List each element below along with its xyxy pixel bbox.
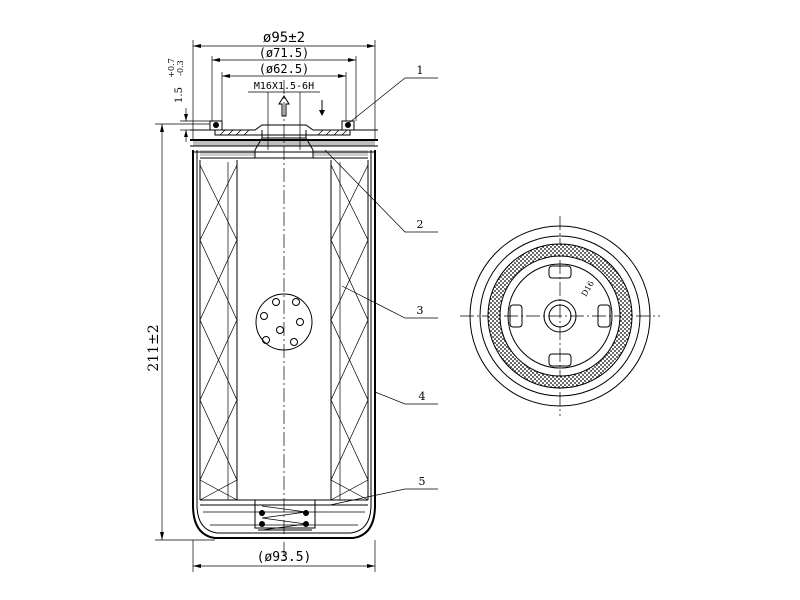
dim-bottom-diameter: (ø93.5)	[257, 550, 312, 565]
flow-up-arrow-icon	[278, 95, 290, 117]
dim-gasket-height: 1.5	[174, 87, 185, 103]
dim-gasket-tol-upper: +0.7	[167, 58, 176, 77]
top-view-mark: D16	[580, 279, 596, 298]
dim-gasket-inner: (ø62.5)	[259, 62, 310, 76]
callout-5: 5	[419, 475, 426, 488]
dim-outer-diameter: ø95±2	[263, 30, 305, 46]
dim-gasket-tol-lower: -0.3	[176, 60, 185, 75]
flow-down-arrow-icon	[319, 100, 325, 116]
housing-can	[192, 150, 376, 539]
callout-2: 2	[417, 218, 424, 231]
center-tube	[255, 293, 313, 351]
dim-thread: M16X1.5-6H	[254, 81, 314, 92]
bottom-valve-spring	[200, 499, 368, 531]
filter-media-right	[330, 160, 369, 501]
top-cover-plate	[190, 120, 378, 153]
center-tube-top	[200, 150, 368, 159]
filter-media-left	[199, 160, 238, 501]
callout-3: 3	[417, 304, 424, 317]
dimension-lines	[155, 40, 376, 572]
dim-height: 211±2	[146, 324, 162, 371]
callout-1: 1	[417, 64, 424, 77]
top-view: D16	[460, 216, 660, 416]
side-section-view: ø95±2 (ø71.5) (ø62.5) M16X1.5-6H 211±2 1…	[146, 30, 438, 572]
callout-4: 4	[419, 390, 426, 403]
dim-gasket-outer: (ø71.5)	[259, 46, 310, 60]
callout-leaders	[324, 77, 438, 506]
